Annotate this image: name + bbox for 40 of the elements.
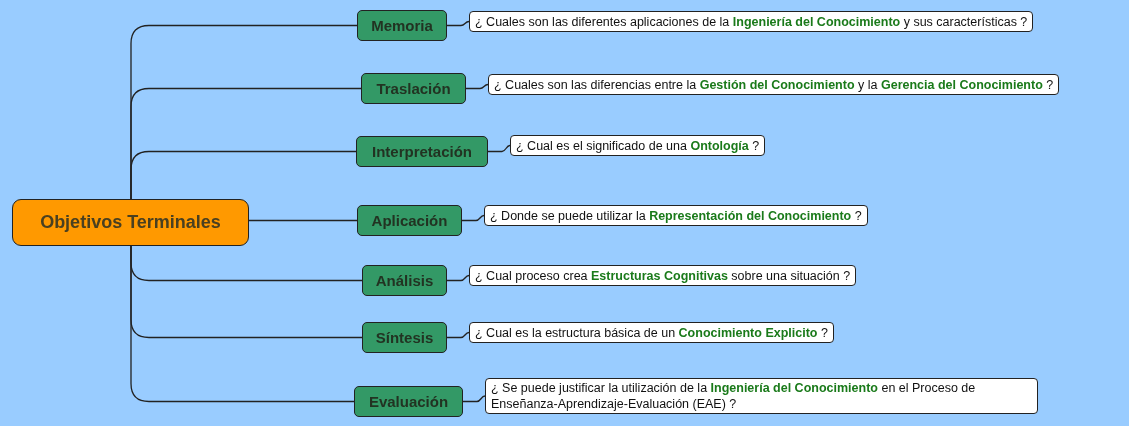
connector-line: [462, 395, 486, 403]
question-box: [488, 74, 1060, 95]
connector-line: [248, 219, 358, 222]
question-text: ¿ Se puede justificar la utilización de la Ingeniería del Conocimiento en el Proceso de Enseñanza-Aprendizaje-Evaluación (EAE) ?: [491, 380, 977, 412]
connector-line: [446, 274, 470, 282]
connector-line: [130, 245, 355, 403]
central-topic-box: [12, 199, 249, 246]
category-box: [361, 73, 466, 104]
category-label: Síntesis: [375, 329, 434, 346]
question-box: [469, 322, 834, 343]
question-text: ¿ Cuales son las diferentes aplicaciones de la Ingeniería del Conocimiento y sus características ?: [475, 14, 1028, 29]
connector-line: [446, 20, 470, 27]
topic-text: Objetivos Terminales: [40, 212, 221, 233]
category-label: Traslación: [376, 80, 451, 97]
category-box: [354, 386, 463, 417]
question-text: ¿ Cual es la estructura básica de un Conocimiento Explicito ?: [475, 325, 828, 340]
category-label: Memoria: [371, 17, 433, 34]
connector-line: [446, 331, 470, 339]
question-text: ¿ Cuales son las diferencias entre la Gestión del Conocimiento y la Gerencia del Conocimiento ?: [494, 77, 1054, 92]
connector-line: [130, 150, 357, 200]
category-box: [362, 265, 447, 296]
category-label: Análisis: [375, 272, 434, 289]
question-box: [469, 265, 857, 286]
connector-line: [487, 144, 511, 153]
question-box: [469, 11, 1034, 32]
question-text: ¿ Donde se puede utilizar la Representación del Conocimiento ?: [490, 208, 862, 223]
category-label: Aplicación: [371, 212, 448, 229]
connector-line: [461, 214, 485, 222]
question-box: [485, 378, 1038, 414]
connector-line: [465, 83, 489, 90]
category-label: Evaluación: [368, 393, 449, 410]
category-box: [357, 205, 462, 236]
question-box: [510, 135, 766, 156]
category-box: [356, 136, 488, 167]
category-box: [357, 10, 447, 41]
category-box: [362, 322, 447, 353]
question-box: [484, 205, 868, 226]
question-text: ¿ Cual proceso crea Estructuras Cognitivas sobre una situación ?: [475, 268, 851, 283]
question-text: ¿ Cual es el significado de una Ontología ?: [516, 138, 760, 153]
category-label: Interpretación: [372, 143, 472, 160]
